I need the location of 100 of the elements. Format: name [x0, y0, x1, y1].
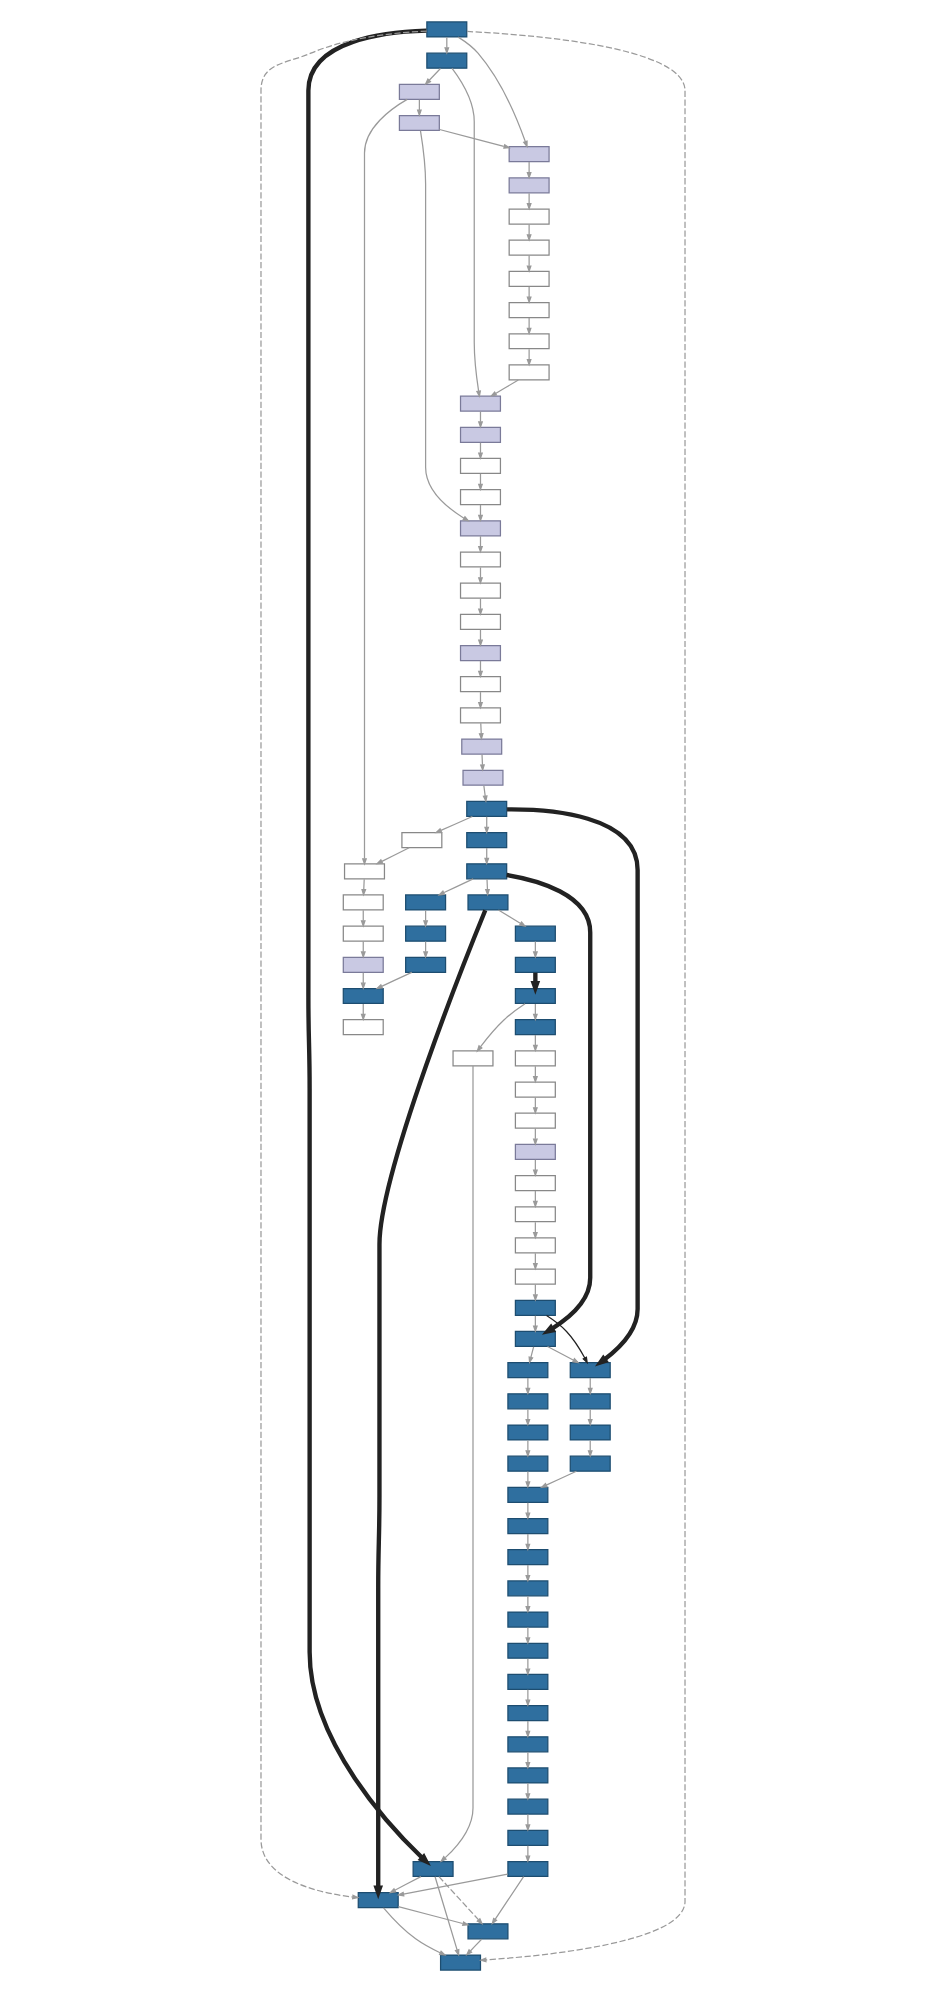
node-box [514, 1050, 556, 1067]
node-box [569, 1455, 611, 1472]
node-box [508, 301, 550, 319]
arrow [525, 1720, 531, 1739]
node-box [459, 457, 502, 475]
node-box [412, 1860, 454, 1878]
arrow [526, 161, 532, 180]
arrow [525, 1689, 531, 1708]
arrow [465, 1938, 483, 1956]
arrow [382, 1907, 447, 1956]
node-box [342, 925, 384, 942]
arrow [525, 1845, 531, 1863]
node-box [507, 1611, 549, 1628]
arrow [375, 847, 410, 865]
node-box [342, 894, 384, 911]
arrow [484, 878, 491, 897]
arrow [526, 255, 532, 273]
node-box [459, 520, 502, 537]
arrow [526, 317, 532, 336]
node-box [342, 956, 384, 973]
node-box [507, 1486, 549, 1503]
arrow [525, 1470, 531, 1489]
node-box [426, 52, 468, 69]
arrow [439, 1065, 474, 1863]
node-box [507, 1705, 549, 1722]
arrow [388, 1875, 422, 1894]
node-box [459, 489, 502, 506]
arrow [525, 1439, 531, 1458]
arrow [438, 1876, 484, 1925]
node-box [398, 114, 440, 132]
node-box [514, 1143, 556, 1160]
arrow [457, 36, 528, 149]
arrow [525, 1564, 531, 1583]
arrow [476, 1003, 526, 1053]
arrow [546, 1345, 580, 1364]
arrow [397, 1906, 470, 1926]
node-box [508, 239, 550, 256]
arrow [482, 785, 488, 803]
node-box [514, 1206, 556, 1223]
node-box [507, 1549, 549, 1566]
node-box [507, 1673, 549, 1691]
node-box [507, 1829, 549, 1846]
node-box [508, 208, 550, 225]
node-box [459, 395, 502, 412]
node-box [461, 738, 503, 755]
arrow [525, 1813, 531, 1832]
node-box [342, 987, 384, 1005]
node-box [459, 426, 502, 443]
arrow [489, 379, 519, 397]
node-box [514, 956, 556, 973]
node-box [507, 1517, 549, 1535]
node-box [459, 707, 502, 724]
node-box [343, 863, 386, 880]
arrow [434, 1876, 460, 1957]
node-box [467, 894, 509, 911]
arrow [526, 223, 532, 242]
node-box [514, 1019, 556, 1036]
arrow [466, 30, 686, 1963]
node-box [462, 769, 504, 786]
arrow [479, 753, 486, 772]
node-box [508, 146, 550, 163]
node-box [507, 1580, 549, 1597]
node-box [508, 177, 550, 194]
arrow [361, 98, 408, 866]
node-box [507, 1642, 549, 1659]
node-box [507, 1424, 549, 1441]
arrow [528, 1346, 535, 1365]
arrow [419, 129, 470, 522]
arrow [497, 909, 527, 928]
node-box [467, 1923, 509, 1940]
arrow [525, 1782, 531, 1801]
arrow [451, 67, 482, 398]
arrow [525, 1595, 531, 1614]
arrow [545, 1314, 589, 1365]
node-box [466, 863, 508, 880]
node-box [514, 925, 556, 942]
node-box [405, 894, 447, 911]
arrow [525, 1658, 531, 1676]
node-box [514, 1330, 556, 1348]
arrow [525, 1533, 531, 1552]
node-box [569, 1424, 611, 1441]
node-box [514, 987, 556, 1005]
node-box [459, 582, 502, 599]
arrow [437, 878, 474, 896]
node-box [398, 83, 440, 100]
node-box [426, 21, 468, 38]
node-box [466, 832, 508, 849]
arrow [539, 1470, 577, 1489]
node-box [514, 1268, 556, 1285]
node-box [459, 676, 502, 693]
node-box [508, 270, 550, 287]
node-box [342, 1019, 384, 1036]
arrow [491, 1876, 525, 1926]
arrow [526, 286, 532, 305]
node-box [405, 925, 447, 942]
node-box [466, 800, 508, 818]
node-box [514, 1174, 556, 1192]
arrow [506, 872, 593, 1335]
node-box [507, 1860, 549, 1878]
arrow [525, 1751, 531, 1770]
